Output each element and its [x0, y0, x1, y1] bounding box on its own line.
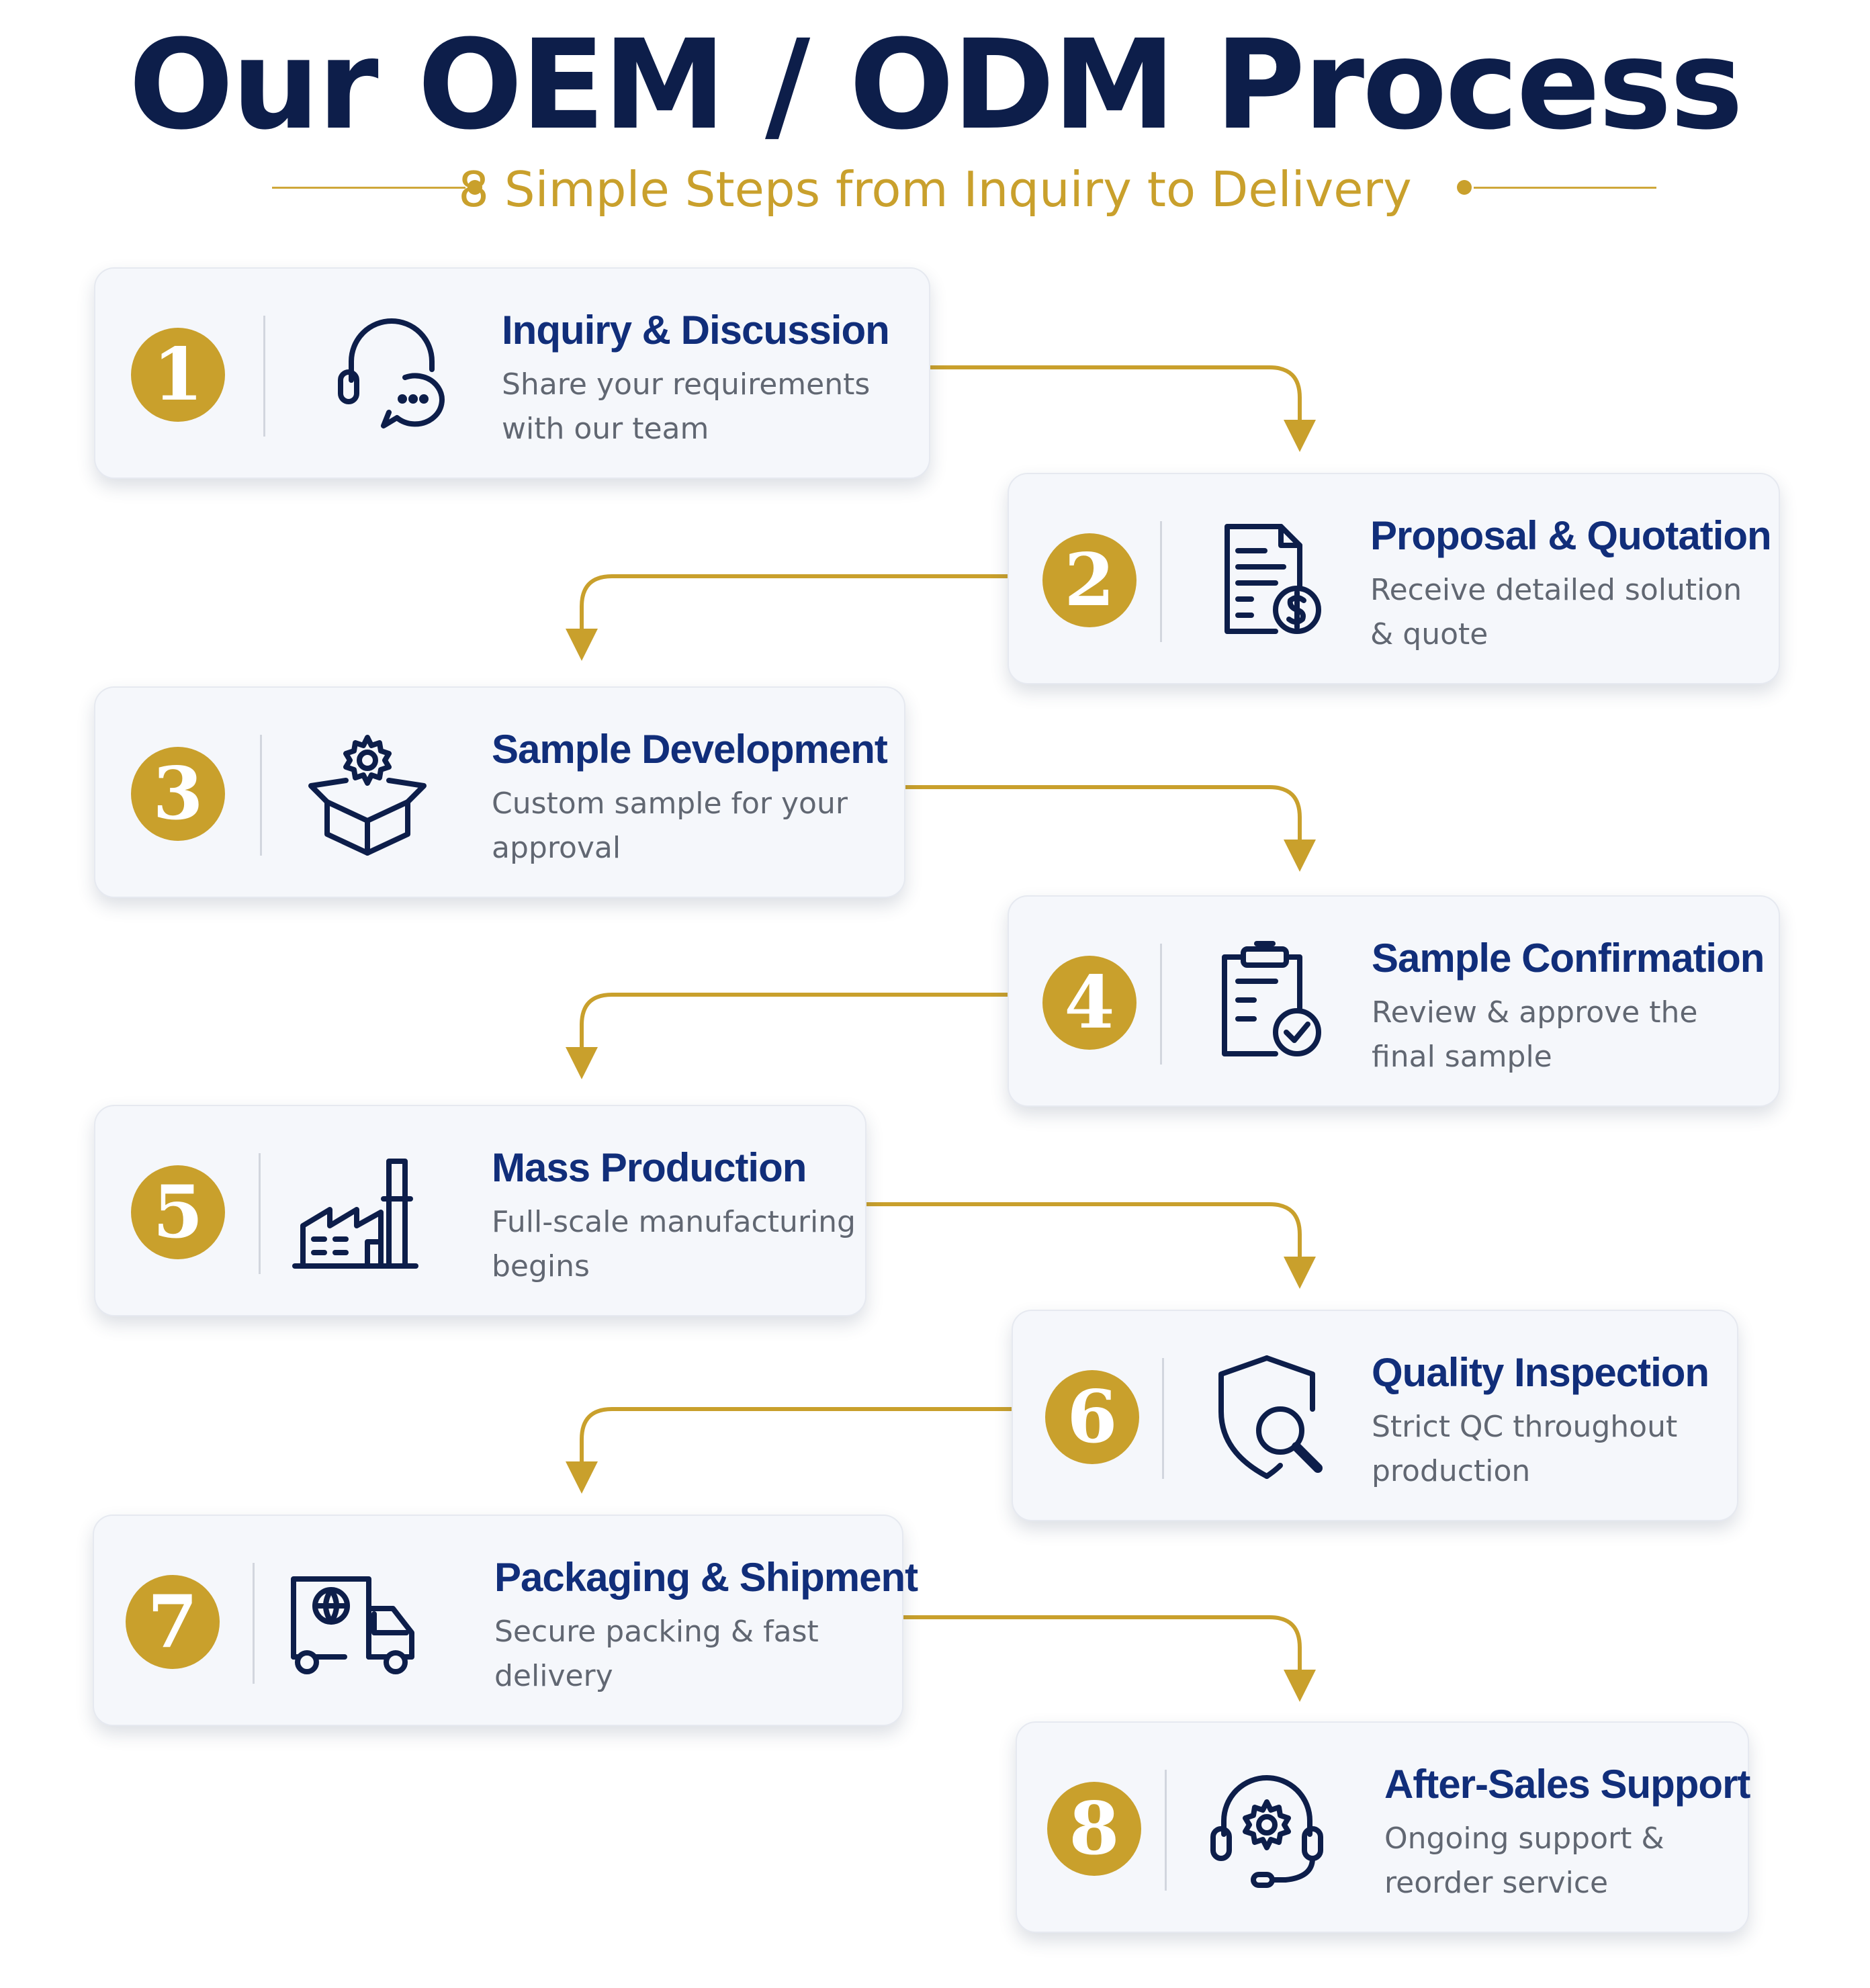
- step-description: Secure packing & fast delivery: [494, 1615, 819, 1693]
- connector-6-to-7: [566, 1407, 1014, 1494]
- step-description: Receive detailed solution & quote: [1370, 573, 1742, 651]
- card-divider: [1160, 521, 1162, 642]
- step-number-badge: 5: [131, 1165, 225, 1259]
- connector-1-to-2: [928, 365, 1316, 452]
- card-divider: [259, 1153, 261, 1274]
- step-card-2: 2 Proposal & Quotation Receive detailed …: [1008, 473, 1780, 684]
- step-title: Proposal & Quotation: [1370, 513, 1772, 558]
- subtitle-rule-right: [1474, 187, 1656, 189]
- step-number-badge: 4: [1042, 956, 1137, 1050]
- headset-gear-icon: [1200, 1762, 1334, 1896]
- step-title: Sample Confirmation: [1372, 936, 1765, 981]
- subtitle-rule-left: [272, 187, 465, 189]
- step-card-1: 1 Inquiry & Discussion Share your requir…: [94, 267, 930, 479]
- step-number-badge: 1: [131, 328, 225, 422]
- step-card-5: 5 Mass Production Full-scale manufacturi…: [94, 1105, 866, 1316]
- step-title: Inquiry & Discussion: [502, 308, 890, 353]
- step-number-badge: 2: [1042, 533, 1137, 627]
- connector-5-to-6: [864, 1202, 1316, 1289]
- step-description: Strict QC throughout production: [1372, 1410, 1678, 1488]
- subtitle-dot-left: [468, 180, 482, 195]
- step-title: Sample Development: [492, 727, 888, 772]
- connector-7-to-8: [901, 1615, 1316, 1702]
- clipboard-check-icon: [1200, 936, 1335, 1070]
- step-number-badge: 8: [1047, 1782, 1141, 1876]
- step-card-3: 3 Sample Development Custom sample for y…: [94, 686, 905, 898]
- factory-icon: [287, 1145, 421, 1279]
- step-number-badge: 7: [126, 1575, 220, 1669]
- headset-chat-icon: [327, 308, 461, 442]
- card-divider: [260, 735, 262, 856]
- step-title: After-Sales Support: [1384, 1762, 1750, 1807]
- step-number-badge: 6: [1045, 1370, 1139, 1464]
- step-description: Ongoing support & reorder service: [1384, 1821, 1664, 1900]
- card-divider: [253, 1563, 255, 1684]
- step-number-badge: 3: [131, 747, 225, 841]
- page-title: Our OEM / ODM Process: [128, 13, 1744, 157]
- step-title: Packaging & Shipment: [494, 1555, 918, 1600]
- box-gear-icon: [300, 727, 435, 861]
- step-card-7: 7 Packaging & Shipment Secure packing & …: [93, 1515, 918, 1726]
- document-dollar-icon: [1200, 513, 1335, 647]
- step-title: Mass Production: [492, 1145, 807, 1190]
- shield-search-icon: [1200, 1350, 1334, 1484]
- step-card-8: 8 After-Sales Support Ongoing support & …: [1016, 1721, 1750, 1933]
- step-description: Full-scale manufacturing begins: [492, 1205, 856, 1283]
- card-divider: [1160, 944, 1162, 1065]
- connector-4-to-5: [566, 993, 1010, 1079]
- card-divider: [1165, 1770, 1167, 1891]
- step-description: Review & approve the final sample: [1372, 995, 1698, 1074]
- card-divider: [263, 316, 265, 437]
- page-subtitle: 8 Simple Steps from Inquiry to Delivery: [458, 161, 1412, 218]
- connector-2-to-3: [566, 574, 1010, 661]
- step-description: Share your requirements with our team: [502, 367, 871, 446]
- delivery-truck-icon: [285, 1555, 420, 1689]
- step-title: Quality Inspection: [1372, 1350, 1709, 1395]
- step-card-6: 6 Quality Inspection Strict QC throughou…: [1012, 1310, 1738, 1521]
- card-divider: [1162, 1358, 1164, 1479]
- subtitle-dot-right: [1457, 180, 1472, 195]
- step-card-4: 4 Sample Confirmation Review & approve t…: [1008, 895, 1780, 1107]
- connector-3-to-4: [903, 785, 1316, 872]
- step-description: Custom sample for your approval: [492, 786, 848, 865]
